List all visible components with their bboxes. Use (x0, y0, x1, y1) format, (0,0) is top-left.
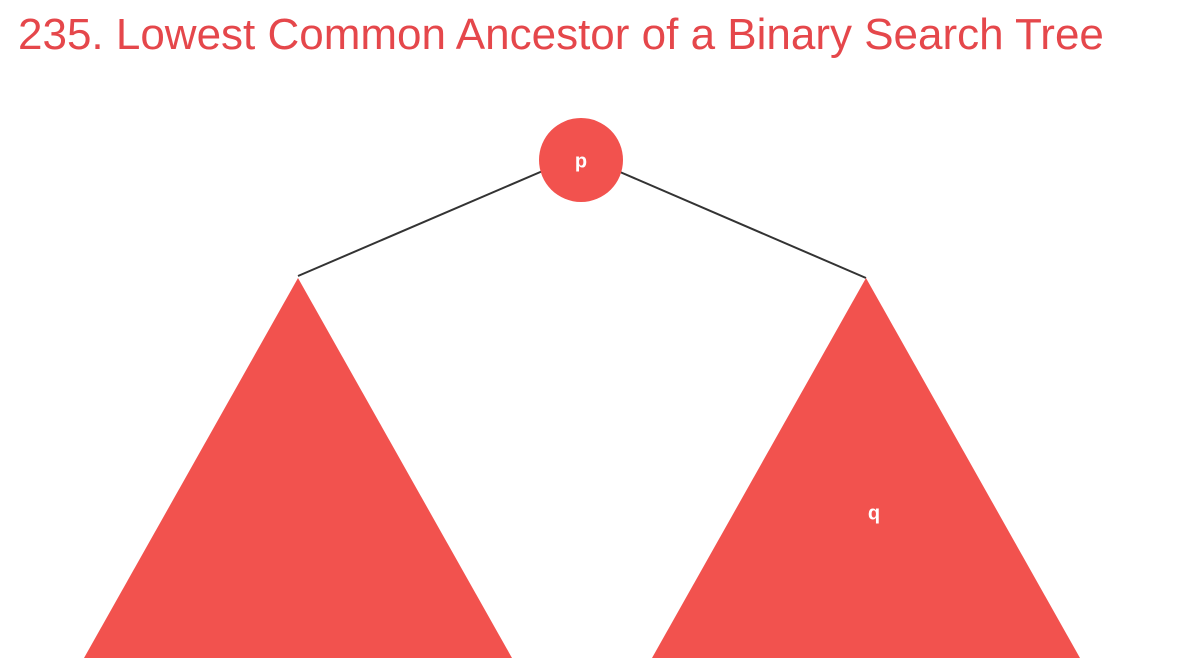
left-edge (297, 169, 546, 277)
left-subtree (84, 278, 512, 658)
root-node (539, 118, 623, 202)
root-node-label: p (575, 150, 587, 172)
slide-title: 235. Lowest Common Ancestor of a Binary … (18, 10, 1104, 59)
right-subtree-label: q (868, 502, 880, 524)
right-edge (619, 171, 867, 279)
right-subtree (652, 278, 1080, 658)
